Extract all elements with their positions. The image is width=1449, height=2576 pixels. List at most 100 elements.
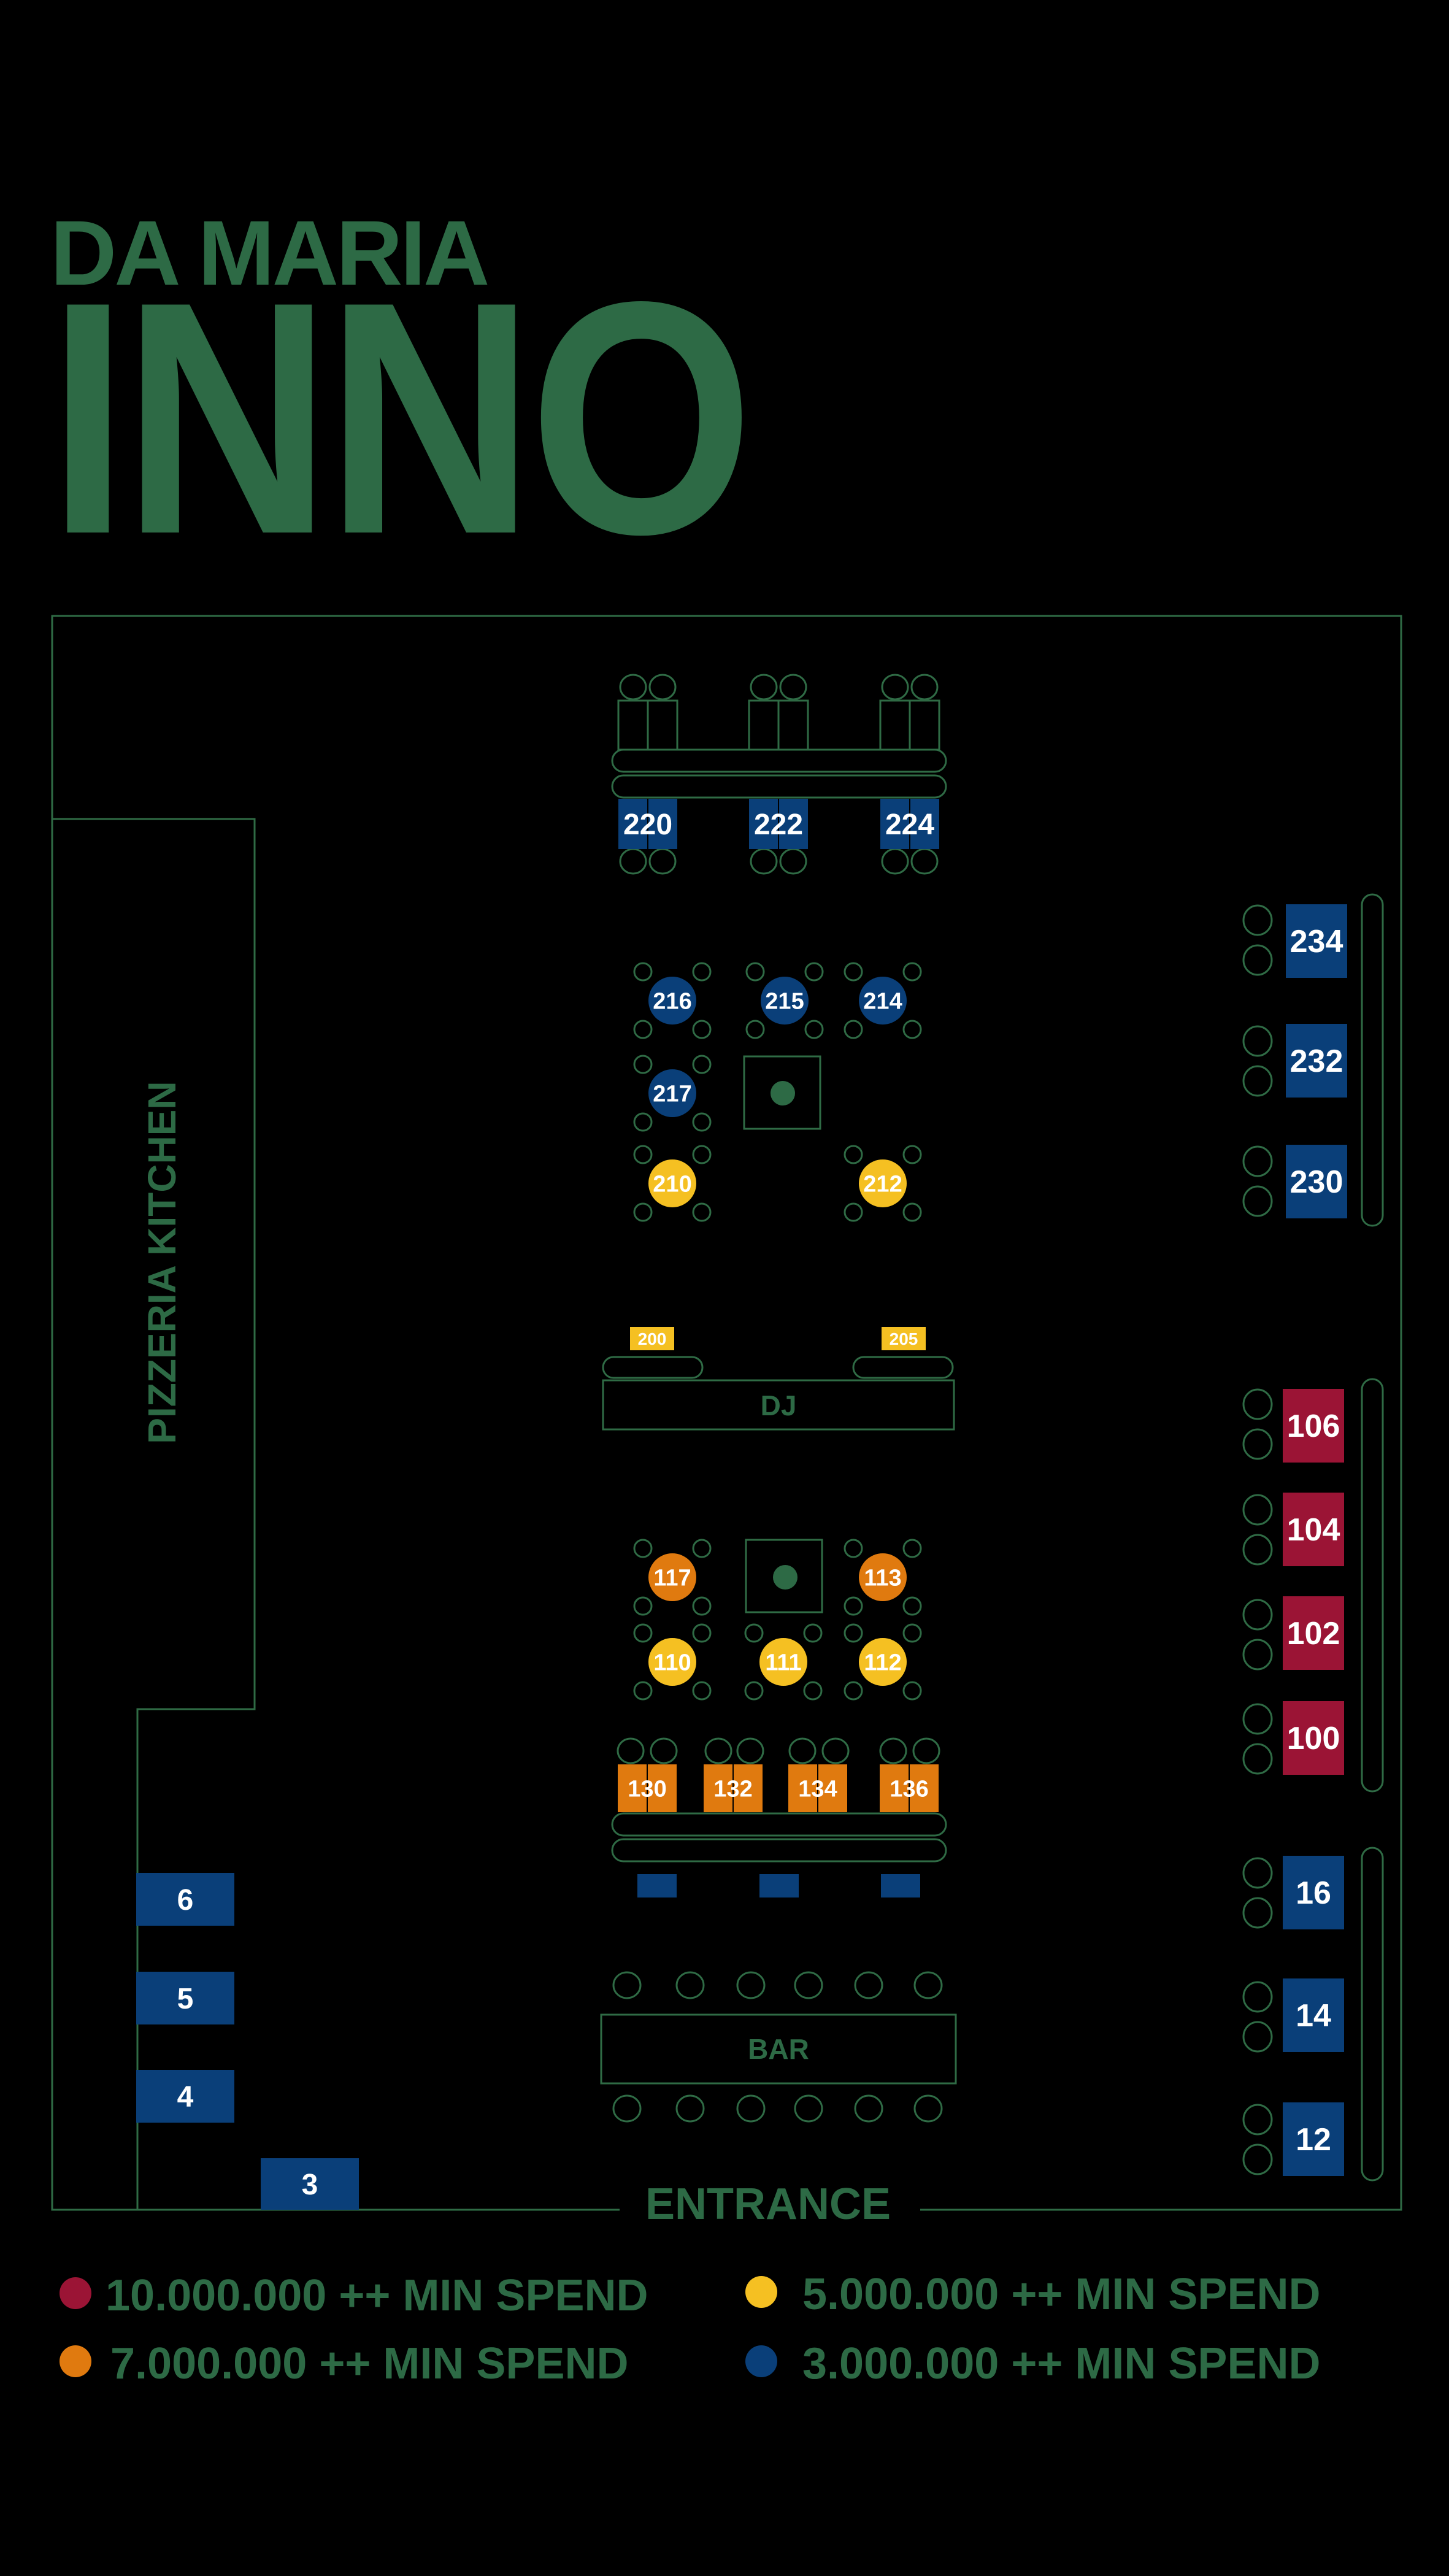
table-4[interactable]: 4 [136, 2070, 234, 2123]
table-shape [859, 977, 907, 1025]
table-216[interactable]: 216 [648, 977, 696, 1025]
seat [692, 1020, 712, 1039]
bar-counter [600, 2013, 957, 2085]
seat [902, 1145, 922, 1164]
table-number: 217 [653, 1081, 691, 1107]
seat [1242, 1897, 1273, 1929]
seat [745, 962, 765, 982]
table-shape [859, 1553, 907, 1601]
tables: 220 222 224 216 215 214 217 210 212 200 205 117 113 1… [136, 799, 1347, 2210]
table-number: 212 [863, 1171, 902, 1197]
table-113[interactable]: 113 [859, 1553, 907, 1601]
stool-back [777, 699, 809, 751]
table-214[interactable]: 214 [859, 977, 907, 1025]
table-number: 234 [1290, 924, 1343, 959]
table-220[interactable]: 220 [618, 799, 677, 849]
legend-text: 7.000.000 ++ MIN SPEND [110, 2339, 628, 2388]
table-217[interactable]: 217 [648, 1069, 696, 1117]
seat [804, 1020, 824, 1039]
seat [1242, 1743, 1273, 1775]
seat [844, 1202, 863, 1222]
seat [1242, 1388, 1273, 1420]
table-16[interactable]: 16 [1283, 1856, 1344, 1929]
seat [844, 1020, 863, 1039]
table-shape [630, 1327, 674, 1350]
table-number: 16 [1296, 1875, 1331, 1911]
table-205[interactable]: 205 [882, 1327, 926, 1350]
seat [821, 1737, 850, 1764]
table-132[interactable]: 132 [704, 1764, 763, 1812]
table-215[interactable]: 215 [761, 977, 809, 1025]
table-104[interactable]: 104 [1283, 1493, 1344, 1566]
seat [1242, 2143, 1273, 2175]
table-5[interactable]: 5 [136, 1972, 234, 2024]
table-number: 136 [890, 1776, 928, 1802]
seat [854, 1971, 883, 1999]
table-134[interactable]: 134 [788, 1764, 847, 1812]
seat [1242, 1494, 1273, 1526]
seat [650, 1737, 678, 1764]
table-number: 222 [754, 809, 803, 841]
table-222[interactable]: 222 [749, 799, 808, 849]
table-232[interactable]: 232 [1286, 1024, 1347, 1098]
table-number: 205 [890, 1329, 918, 1348]
table-110[interactable]: 110 [648, 1638, 696, 1686]
top-rail [611, 748, 947, 773]
table-210[interactable]: 210 [648, 1159, 696, 1207]
table-shape [648, 1159, 696, 1207]
table-number: 112 [864, 1650, 901, 1675]
seat [750, 848, 778, 875]
seat [844, 962, 863, 982]
seat [633, 1596, 653, 1616]
table-117[interactable]: 117 [648, 1553, 696, 1601]
table-112[interactable]: 112 [859, 1638, 907, 1686]
legend-item: 7.000.000 ++ MIN SPEND [60, 2339, 628, 2388]
seat [879, 1737, 907, 1764]
table-100[interactable]: 100 [1283, 1701, 1344, 1775]
seat [910, 674, 939, 701]
seat [844, 1681, 863, 1701]
seat [633, 962, 653, 982]
legend-item: 3.000.000 ++ MIN SPEND [745, 2339, 1320, 2388]
seat [612, 1971, 642, 1999]
seat [744, 1681, 764, 1701]
small-table[interactable] [881, 1874, 920, 1897]
table-111[interactable]: 111 [759, 1638, 807, 1686]
table-200[interactable]: 200 [630, 1327, 674, 1350]
side-rail [1361, 1378, 1384, 1793]
table-136[interactable]: 136 [880, 1764, 939, 1812]
table-3[interactable]: 3 [261, 2158, 359, 2210]
seat [692, 1596, 712, 1616]
table-shape [1283, 1389, 1344, 1463]
table-number: 111 [765, 1650, 801, 1675]
small-table[interactable] [759, 1874, 799, 1897]
top-rail [611, 774, 947, 799]
table-number: 220 [623, 809, 672, 841]
seat [804, 962, 824, 982]
seat [910, 848, 939, 875]
seat [692, 1112, 712, 1132]
table-212[interactable]: 212 [859, 1159, 907, 1207]
small-table[interactable] [637, 1874, 677, 1897]
table-106[interactable]: 106 [1283, 1389, 1344, 1463]
seat [913, 1971, 943, 1999]
seat [803, 1623, 823, 1643]
table-102[interactable]: 102 [1283, 1596, 1344, 1670]
legend-item: 5.000.000 ++ MIN SPEND [745, 2270, 1320, 2319]
entrance-label: ENTRANCE [645, 2180, 891, 2229]
seat [1242, 1703, 1273, 1735]
table-6[interactable]: 6 [136, 1873, 234, 1926]
table-shape [136, 1972, 234, 2024]
table-shape [759, 1638, 807, 1686]
table-12[interactable]: 12 [1283, 2102, 1344, 2176]
table-230[interactable]: 230 [1286, 1145, 1347, 1218]
legend-swatch [745, 2276, 777, 2308]
table-130[interactable]: 130 [618, 1764, 677, 1812]
stool-back [879, 699, 911, 751]
table-234[interactable]: 234 [1286, 904, 1347, 978]
seat [1242, 1534, 1273, 1566]
seat [912, 1737, 940, 1764]
table-14[interactable]: 14 [1283, 1978, 1344, 2052]
table-shape [648, 1638, 696, 1686]
table-224[interactable]: 224 [880, 799, 939, 849]
